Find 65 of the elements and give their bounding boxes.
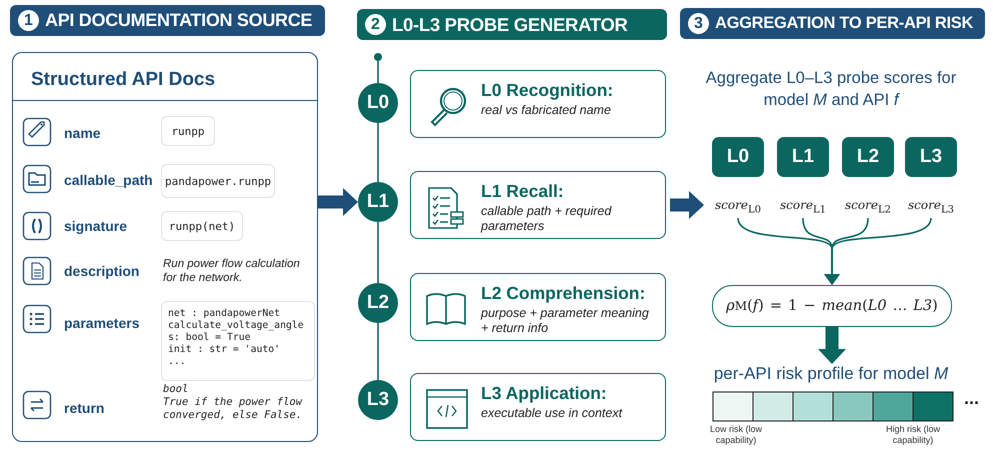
scale-end-label: Low risk (low capability) xyxy=(708,424,763,446)
level-description: callable path + required parameters xyxy=(481,204,613,234)
level-description: executable use in context xyxy=(481,406,624,421)
step-number: 2 xyxy=(365,14,386,35)
code-block xyxy=(161,301,315,381)
score-term: score$_{L1}$ xyxy=(780,198,826,216)
code-value: runpp(net) xyxy=(161,211,243,241)
level-title: L0 Recognition: xyxy=(481,80,614,101)
level-title: L3 Application: xyxy=(481,383,607,404)
level-circle: L0 xyxy=(358,83,398,123)
ellipsis: ... xyxy=(964,388,980,409)
level-box: L1 xyxy=(777,137,829,177)
field-name: return xyxy=(64,400,104,416)
section-title: AGGREGATION TO PER-API RISK xyxy=(715,14,974,33)
connector-line xyxy=(377,222,379,283)
level-card xyxy=(410,171,666,239)
code-line: ... xyxy=(168,356,187,368)
connector-line xyxy=(377,323,379,380)
return-text: bool xyxy=(163,383,188,396)
field-name: description xyxy=(64,263,140,279)
connector-line xyxy=(377,61,379,83)
timeline-start-dot xyxy=(374,53,382,61)
arrow xyxy=(824,218,932,285)
block-arrow xyxy=(670,191,704,219)
level-circle: L1 xyxy=(358,182,398,222)
score-term: score$_{L0}$ xyxy=(715,198,761,216)
field-name: name xyxy=(64,125,101,141)
code-line: net : pandapowerNet xyxy=(168,308,282,320)
block-arrow xyxy=(318,188,358,216)
level-description: real vs fabricated name xyxy=(481,103,612,118)
level-title: L2 Comprehension: xyxy=(481,283,646,304)
aggregation-note: Aggregate L0–L3 probe scores for model M and API f xyxy=(704,68,958,111)
level-circle: L3 xyxy=(358,380,398,420)
level-card xyxy=(410,273,666,341)
step-number: 3 xyxy=(688,13,709,34)
step-number: 1 xyxy=(18,10,39,31)
score-term: score$_{L3}$ xyxy=(908,198,954,216)
level-box: L2 xyxy=(842,137,894,177)
code-line: init : str = 'auto' xyxy=(168,344,282,356)
level-box: L3 xyxy=(905,137,957,177)
scale-title: per-API risk profile for model M xyxy=(712,364,950,384)
field-name: parameters xyxy=(64,315,140,331)
scale-end-label: High risk (low capability) xyxy=(884,424,941,446)
return-text: True if the power flow converged, else False. xyxy=(163,396,304,422)
code-value: runpp xyxy=(161,116,215,146)
level-card xyxy=(410,70,666,138)
level-circle: L2 xyxy=(358,283,398,323)
score-term: score$_{L2}$ xyxy=(845,198,891,216)
section-title: API DOCUMENTATION SOURCE xyxy=(45,10,312,31)
connector-line xyxy=(377,123,379,182)
level-title: L1 Recall: xyxy=(481,181,564,202)
description-text: Run power flow calculation for the network. xyxy=(163,257,301,285)
card-title: Structured API Docs xyxy=(31,69,216,91)
node-box xyxy=(10,5,325,36)
section-title: L0-L3 PROBE GENERATOR xyxy=(392,14,628,36)
level-card xyxy=(410,373,666,441)
level-box: L0 xyxy=(712,137,764,177)
docs-card xyxy=(12,52,318,442)
field-name: signature xyxy=(64,218,128,234)
node-box xyxy=(357,9,667,40)
code-value: pandapower.runpp xyxy=(161,164,275,198)
node-box xyxy=(680,8,985,39)
field-name: callable_path xyxy=(64,172,153,188)
level-description: purpose + parameter meaning + return info xyxy=(481,306,650,336)
block-arrow xyxy=(818,327,846,364)
